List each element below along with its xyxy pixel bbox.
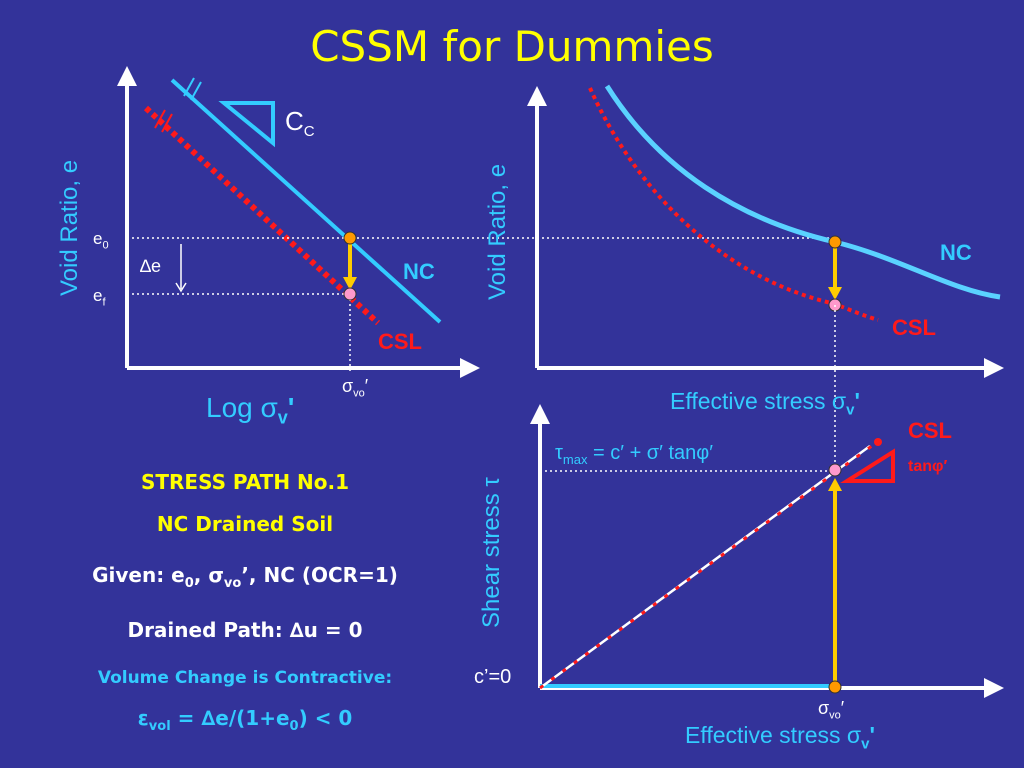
top-right-csl-label: CSL: [892, 315, 936, 340]
top-left-sigma-vo-label: σvo′: [342, 376, 369, 400]
bottom-right-point-origin: [828, 680, 842, 694]
cc-slope-triangle: [218, 101, 275, 148]
top-left-point-ef: [343, 287, 357, 301]
bottom-right-point-top: [828, 463, 842, 477]
drained-path-text: Drained Path: ∆u = 0: [127, 618, 363, 642]
delta-e-label: ∆e: [140, 256, 162, 276]
top-right-nc-label: NC: [940, 240, 972, 265]
stress-path-title: STRESS PATH No.1: [140, 470, 350, 494]
top-left-csl-label: CSL: [378, 329, 422, 354]
tanphi-triangle: [840, 448, 895, 483]
top-left-nc-line: [170, 78, 442, 324]
page-title: CSSM for Dummies: [310, 22, 714, 71]
given-text: Given: e0, σvo’, NC (OCR=1): [92, 563, 398, 591]
tanphi-label: tanφ′: [908, 458, 948, 475]
bottom-right-ylabel: Shear stress τ: [478, 477, 505, 628]
top-right-point-nc: [828, 235, 842, 249]
top-right-ylabel: Void Ratio, e: [484, 163, 511, 300]
ef-label: ef: [93, 286, 106, 309]
cc-label: CC: [285, 106, 315, 141]
bottom-right-csl-label: CSL: [908, 418, 952, 443]
top-left-csl-line: [143, 105, 381, 326]
parallel-marks: [154, 77, 202, 133]
evol-equation: εvol = ∆e/(1+e0) < 0: [137, 706, 353, 734]
bottom-right-xlabel: Effective stress σv': [685, 722, 875, 753]
top-left-ylabel: Void Ratio, e: [56, 159, 83, 296]
top-right-xlabel: Effective stress σv': [670, 388, 860, 419]
top-left-nc-label: NC: [403, 259, 435, 284]
bottom-right-csl-white: [539, 444, 871, 690]
bottom-right-sigma-vo-label: σvo′: [818, 698, 845, 722]
soil-type: NC Drained Soil: [156, 512, 334, 536]
top-right-nc-curve: [604, 84, 1001, 300]
bottom-right-csl-dotted: [539, 438, 881, 690]
top-right-axes: [527, 86, 1004, 378]
top-right-csl-curve: [588, 87, 879, 322]
tau-max-equation: τmax = c′ + σ′ tanφ′: [555, 442, 713, 467]
e0-label: e0: [93, 229, 109, 252]
volume-change-text: Volume Change is Contractive:: [97, 668, 393, 688]
top-left-axes: [117, 66, 480, 378]
c-zero-label: c’=0: [474, 666, 512, 688]
top-left-point-e0: [343, 231, 357, 245]
top-left-xlabel: Log σv': [206, 392, 295, 428]
